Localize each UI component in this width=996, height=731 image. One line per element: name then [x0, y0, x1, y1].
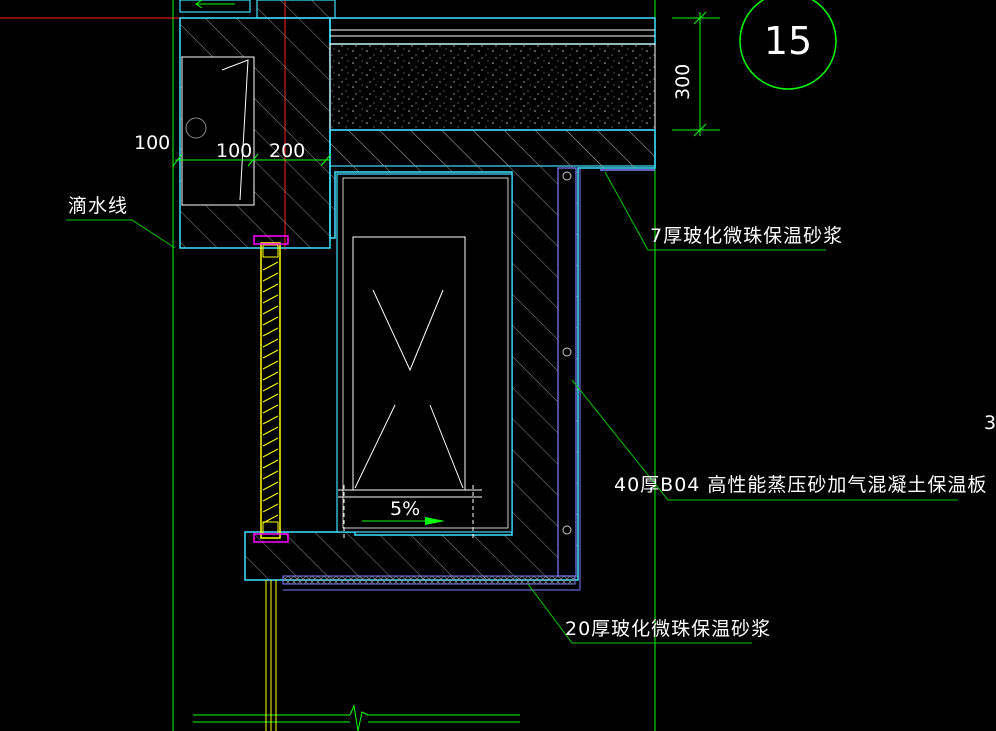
slope-arrow: [362, 517, 445, 525]
mullion-hatch-stroke: [262, 404, 279, 414]
mullion-hatch-stroke: [262, 349, 279, 359]
mortar-7-label: 7厚玻化微珠保温砂浆: [650, 225, 843, 247]
dim-300: 300: [672, 64, 694, 100]
mullion-hatch-stroke: [262, 382, 279, 392]
mullion-hatch-stroke: [262, 470, 279, 480]
edge-partial-text: 3: [984, 412, 996, 434]
dim-100-left: 100: [134, 132, 170, 154]
upper-beam: [179, 0, 336, 249]
dim-100-mid: 100: [216, 140, 252, 162]
detail-number: 15: [764, 19, 812, 63]
concrete-surround: [244, 129, 656, 591]
mullion-hatch-stroke: [262, 492, 279, 502]
dim-200: 200: [269, 140, 305, 162]
mullion-hatch-stroke: [262, 415, 279, 425]
mortar-20-label: 20厚玻化微珠保温砂浆: [565, 618, 771, 640]
mullion-hatch-stroke: [262, 448, 279, 458]
window-mullion: [253, 235, 289, 731]
leader-lines: [66, 171, 958, 644]
detail-circle: [739, 0, 837, 90]
mullion-hatch-stroke: [262, 261, 279, 271]
mullion-hatch-stroke: [262, 294, 279, 304]
mullion-hatch-stroke: [262, 371, 279, 381]
window-frame-symbol: [338, 236, 482, 540]
mullion-hatch-stroke: [262, 305, 279, 315]
mullion-hatch-stroke: [262, 503, 279, 513]
mullion-hatch-stroke: [262, 338, 279, 348]
insulation-board-label: 40厚B04 高性能蒸压砂加气混凝土保温板: [614, 474, 987, 496]
mullion-hatch-stroke: [262, 459, 279, 469]
mullion-hatch-stroke: [262, 283, 279, 293]
mullion-hatch-stroke: [262, 272, 279, 282]
mullion-hatch-stroke: [262, 437, 279, 447]
mullion-hatch-stroke: [262, 327, 279, 337]
mullion-hatch-stroke: [262, 481, 279, 491]
mullion-hatch-stroke: [262, 393, 279, 403]
drip-line-label: 滴水线: [68, 195, 128, 217]
slope-label: 5%: [390, 498, 420, 520]
mullion-hatch-stroke: [262, 426, 279, 436]
mullion-hatch-stroke: [262, 360, 279, 370]
dimension-lines: [172, 11, 720, 167]
mullion-hatch-stroke: [262, 316, 279, 326]
